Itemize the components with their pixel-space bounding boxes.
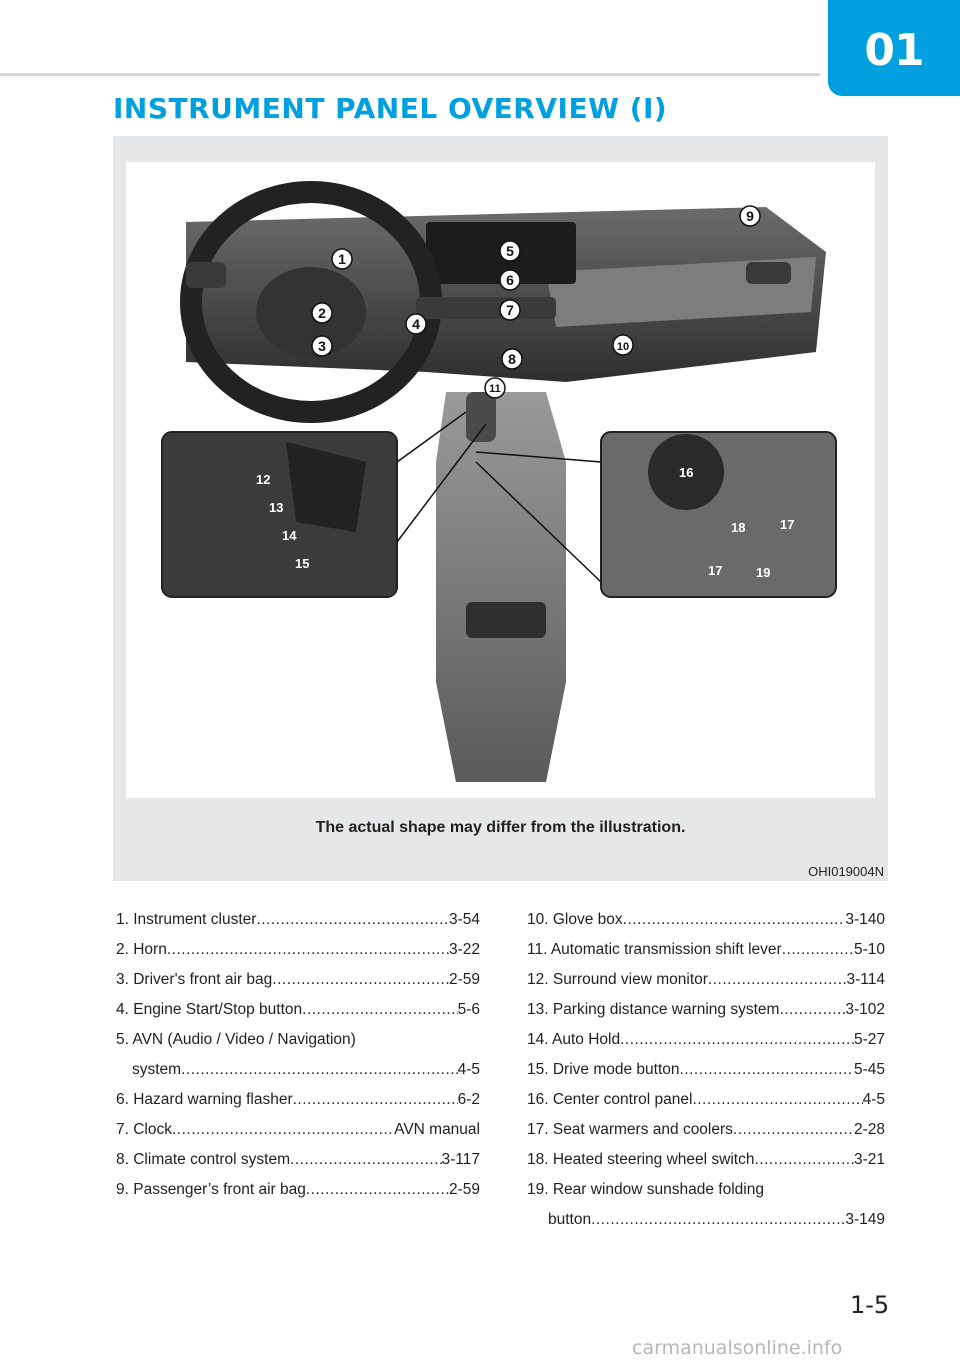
center-console	[436, 392, 566, 782]
callout-11: 11	[484, 377, 506, 399]
callout-1: 1	[331, 248, 353, 270]
figure: 1 2 3 4 5 6 7 8 9 10 11 12 13 14 15 16 1…	[113, 136, 888, 881]
watermark: carmanualsonline.info	[632, 1337, 843, 1359]
callout-15: 15	[295, 556, 309, 571]
svg-text:6: 6	[506, 272, 514, 288]
svg-text:1: 1	[338, 251, 346, 267]
list-item: 16. Center control panel4-5	[527, 1085, 885, 1115]
chapter-tab: 01	[828, 0, 960, 96]
callout-2: 2	[311, 302, 333, 324]
svg-text:11: 11	[489, 383, 501, 395]
callout-14: 14	[282, 528, 297, 543]
callout-8: 8	[501, 348, 523, 370]
list-item: 19. Rear window sunshade folding	[527, 1181, 764, 1198]
callout-5: 5	[499, 240, 521, 262]
list-item: 14. Auto Hold5-27	[527, 1025, 885, 1055]
list-item: 6. Hazard warning flasher6-2	[116, 1085, 480, 1115]
callout-17a: 17	[780, 517, 794, 532]
shift-lever	[466, 392, 496, 442]
center-dial	[648, 434, 724, 510]
list-item: 8. Climate control system3-117	[116, 1145, 480, 1175]
figure-caption: The actual shape may differ from the ill…	[315, 819, 686, 836]
list-item: 13. Parking distance warning system3-102	[527, 995, 885, 1025]
instrument-panel-illustration: 1 2 3 4 5 6 7 8 9 10 11 12 13 14 15 16 1…	[126, 162, 875, 798]
callout-18: 18	[731, 520, 745, 535]
page-title: INSTRUMENT PANEL OVERVIEW (I)	[113, 92, 668, 125]
callout-6: 6	[499, 269, 521, 291]
callout-19: 19	[756, 565, 770, 580]
item-list-left: 1. Instrument cluster3-54 2. Horn3-22 3.…	[116, 905, 480, 1205]
svg-text:4: 4	[412, 316, 420, 332]
svg-text:10: 10	[617, 341, 629, 353]
dashboard-drawing: 1 2 3 4 5 6 7 8 9 10 11 12 13 14 15 16 1…	[161, 181, 837, 782]
callout-9: 9	[739, 205, 761, 227]
callout-16: 16	[679, 465, 693, 480]
list-item: 15. Drive mode button5-45	[527, 1055, 885, 1085]
callout-13: 13	[269, 500, 283, 515]
list-item-continuation: system4-5	[116, 1055, 480, 1085]
callout-7: 7	[499, 299, 521, 321]
list-item: 12. Surround view monitor3-114	[527, 965, 885, 995]
svg-text:9: 9	[746, 208, 754, 224]
list-item: 5. AVN (Audio / Video / Navigation)	[116, 1031, 356, 1048]
svg-text:8: 8	[508, 351, 516, 367]
list-item: 4. Engine Start/Stop button5-6	[116, 995, 480, 1025]
list-item: 10. Glove box3-140	[527, 905, 885, 935]
page-number: 1-5	[850, 1291, 890, 1319]
list-item: 1. Instrument cluster3-54	[116, 905, 480, 935]
list-item: 18. Heated steering wheel switch3-21	[527, 1145, 885, 1175]
list-item: 17. Seat warmers and coolers2-28	[527, 1115, 885, 1145]
list-item: 9. Passenger’s front air bag2-59	[116, 1175, 480, 1205]
header-rule	[0, 73, 820, 76]
callout-3: 3	[311, 335, 333, 357]
list-item: 11. Automatic transmission shift lever5-…	[527, 935, 885, 965]
callout-4: 4	[405, 313, 427, 335]
figure-code: OHI019004N	[808, 864, 884, 879]
list-item: 2. Horn3-22	[116, 935, 480, 965]
callout-10: 10	[612, 334, 634, 356]
svg-text:5: 5	[506, 243, 514, 259]
list-item: 7. ClockAVN manual	[116, 1115, 480, 1145]
callout-12: 12	[256, 472, 270, 487]
svg-text:3: 3	[318, 338, 326, 354]
svg-text:2: 2	[318, 305, 326, 321]
chapter-number: 01	[864, 24, 924, 76]
svg-text:7: 7	[506, 302, 514, 318]
callout-17b: 17	[708, 563, 722, 578]
list-item: 3. Driver's front air bag2-59	[116, 965, 480, 995]
item-list-right: 10. Glove box3-140 11. Automatic transmi…	[527, 905, 885, 1235]
list-item-continuation: button3-149	[527, 1205, 885, 1235]
